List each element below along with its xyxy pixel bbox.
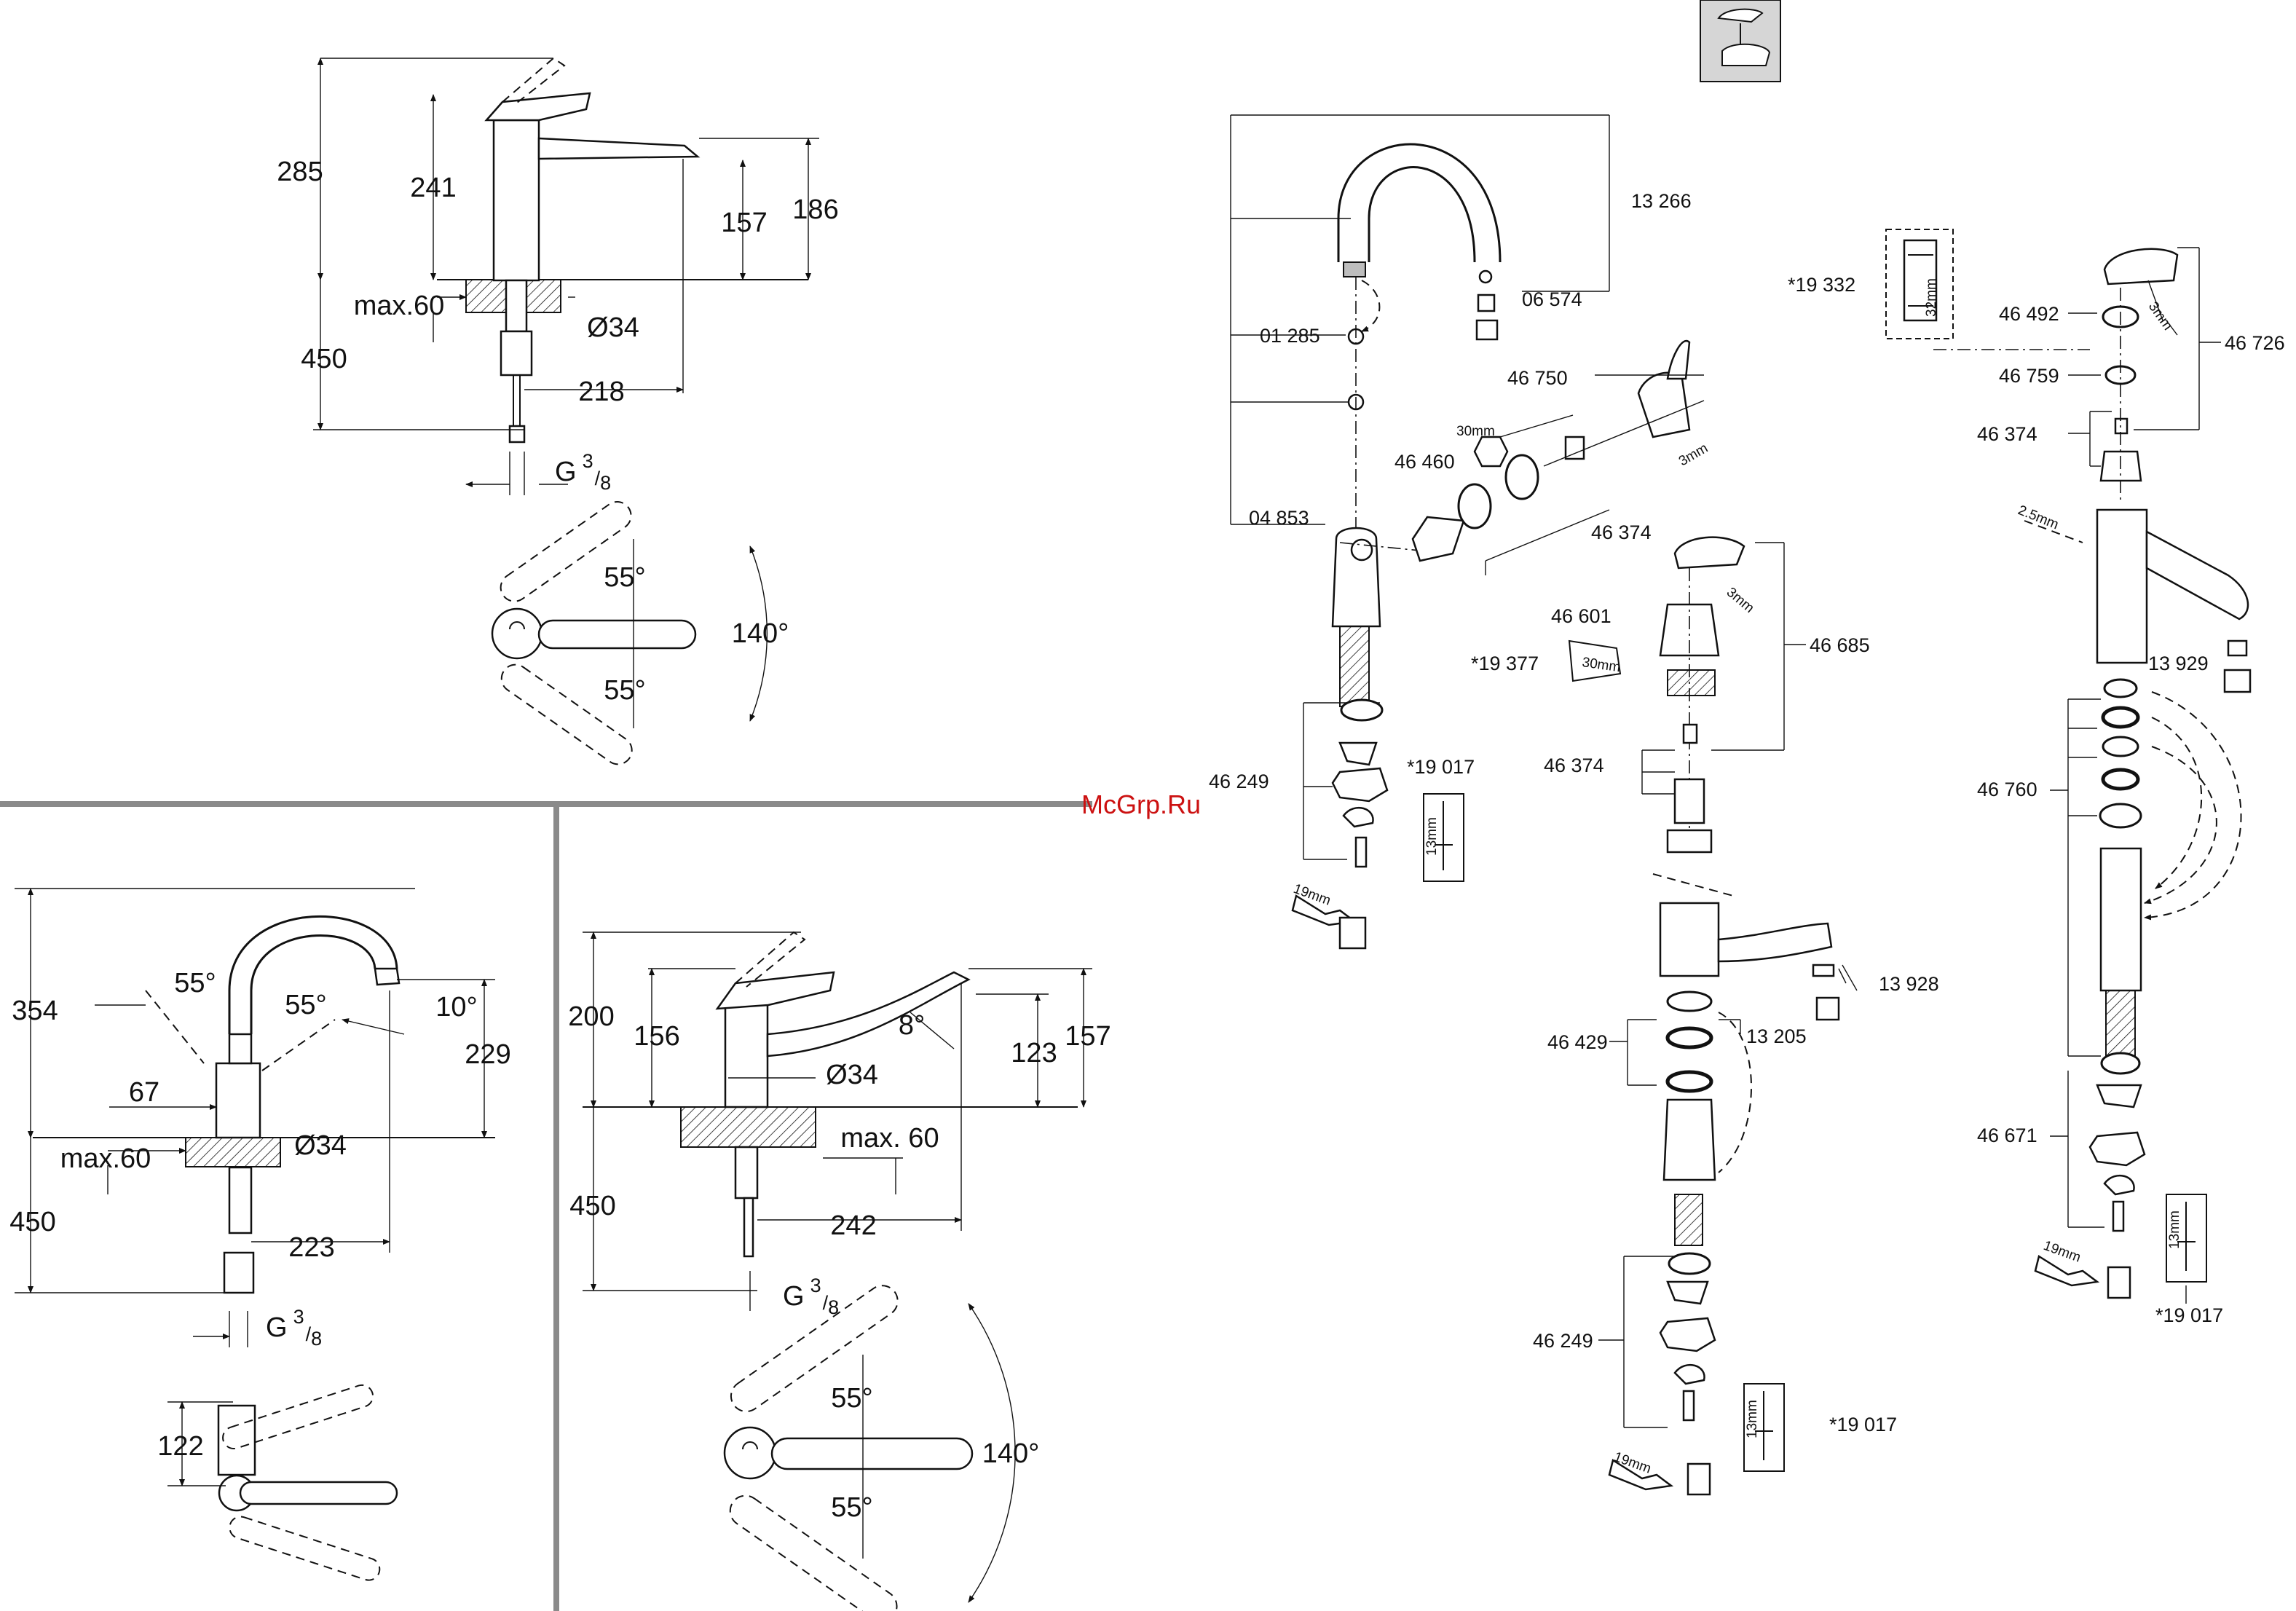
part-46249: 46 249 bbox=[1533, 1330, 1593, 1352]
dim-229: 229 bbox=[465, 1039, 510, 1070]
dim-218: 218 bbox=[578, 377, 624, 407]
angle-55-right: 55° bbox=[285, 990, 326, 1020]
tool-size-3mm: 3mm bbox=[1676, 441, 1711, 469]
part-46726: 46 726 bbox=[2225, 332, 2285, 354]
part-46601: 46 601 bbox=[1551, 605, 1611, 627]
part-01285: 01 285 bbox=[1260, 325, 1320, 347]
angle-55-upper: 55° bbox=[831, 1383, 872, 1414]
angle-10: 10° bbox=[435, 992, 477, 1023]
dim-156: 156 bbox=[634, 1021, 679, 1052]
part-13928: 13 928 bbox=[1879, 973, 1939, 995]
part-46759: 46 759 bbox=[1999, 365, 2059, 387]
angle-140: 140° bbox=[982, 1438, 1040, 1469]
dim-450: 450 bbox=[9, 1207, 55, 1237]
dim-diameter-34: Ø34 bbox=[294, 1130, 347, 1161]
angle-8: 8° bbox=[899, 1010, 925, 1041]
part-13205: 13 205 bbox=[1746, 1025, 1807, 1047]
exploded-view-tall-spout: *19 332 46 492 46 726 46 759 46 374 13 9… bbox=[1788, 229, 2285, 1326]
tool-size-13mm: 13mm bbox=[2167, 1210, 2182, 1249]
dim-max60: max. 60 bbox=[840, 1123, 939, 1154]
bottom-middle-faucet-drawing: 200 156 157 123 Ø34 max. 60 450 242 8° G… bbox=[568, 931, 1111, 1611]
dim-241: 241 bbox=[410, 173, 456, 203]
dim-450: 450 bbox=[569, 1191, 615, 1221]
exploded-view-c-spout: 13 266 06 574 01 285 46 750 46 460 04 85… bbox=[1209, 114, 1711, 950]
part-06574: 06 574 bbox=[1522, 288, 1582, 310]
part-13929: 13 929 bbox=[2148, 653, 2209, 674]
angle-55-left: 55° bbox=[174, 968, 216, 998]
lever-handle-icon bbox=[1700, 0, 1781, 82]
tool-size-3mm: 3mm bbox=[1724, 585, 1757, 616]
part-46760: 46 760 bbox=[1977, 779, 2037, 800]
dim-223: 223 bbox=[288, 1232, 334, 1263]
dim-354: 354 bbox=[12, 996, 58, 1026]
part-19377: *19 377 bbox=[1471, 653, 1539, 674]
bottom-left-faucet-drawing: 354 229 67 max.60 Ø34 450 223 55° 55° 10… bbox=[9, 888, 511, 1581]
dim-450: 450 bbox=[301, 344, 347, 374]
part-46374: 46 374 bbox=[1591, 521, 1652, 543]
angle-55-lower: 55° bbox=[831, 1492, 872, 1523]
dim-67: 67 bbox=[129, 1077, 159, 1108]
dim-200: 200 bbox=[568, 1001, 614, 1032]
part-19332: *19 332 bbox=[1788, 274, 1855, 296]
part-46460: 46 460 bbox=[1394, 451, 1455, 473]
part-46671: 46 671 bbox=[1977, 1124, 2037, 1146]
angle-55-upper: 55° bbox=[604, 562, 645, 593]
part-46249: 46 249 bbox=[1209, 771, 1269, 792]
dim-diameter-34: Ø34 bbox=[587, 312, 639, 343]
part-19017: *19 017 bbox=[2155, 1304, 2223, 1326]
part-13266: 13 266 bbox=[1631, 190, 1692, 212]
dim-242: 242 bbox=[830, 1210, 876, 1241]
part-46750: 46 750 bbox=[1507, 367, 1568, 389]
part-46685: 46 685 bbox=[1810, 634, 1870, 656]
part-19017: *19 017 bbox=[1407, 756, 1475, 778]
dim-157: 157 bbox=[1065, 1021, 1110, 1052]
dim-157: 157 bbox=[721, 208, 767, 238]
dim-122: 122 bbox=[157, 1431, 203, 1462]
tool-size-32mm: 32mm bbox=[1924, 278, 1939, 317]
part-46492: 46 492 bbox=[1999, 303, 2059, 325]
part-46374: 46 374 bbox=[1977, 423, 2037, 445]
part-46429: 46 429 bbox=[1547, 1031, 1608, 1053]
dim-123: 123 bbox=[1011, 1038, 1057, 1068]
angle-140: 140° bbox=[732, 618, 789, 649]
part-46374: 46 374 bbox=[1544, 755, 1604, 776]
tool-size-13mm: 13mm bbox=[1745, 1400, 1760, 1438]
angle-55-lower: 55° bbox=[604, 675, 645, 706]
dim-285: 285 bbox=[277, 157, 323, 187]
dim-diameter-34: Ø34 bbox=[826, 1060, 878, 1090]
dim-186: 186 bbox=[792, 194, 838, 225]
part-04853: 04 853 bbox=[1249, 507, 1309, 529]
tool-size-13mm: 13mm bbox=[1424, 817, 1440, 856]
dim-max60: max.60 bbox=[60, 1143, 151, 1174]
tool-size-3mm: 3mm bbox=[2145, 299, 2175, 334]
tool-size-30mm: 30mm bbox=[1456, 424, 1495, 439]
exploded-view-low-spout: 46 601 *19 377 46 685 46 374 13 928 46 4… bbox=[1471, 536, 1939, 1496]
dim-max60: max.60 bbox=[354, 291, 445, 321]
part-19017: *19 017 bbox=[1829, 1414, 1897, 1435]
watermark-text: McGrp.Ru bbox=[1081, 789, 1201, 819]
tool-size-2-5mm: 2.5mm bbox=[2016, 503, 2061, 532]
